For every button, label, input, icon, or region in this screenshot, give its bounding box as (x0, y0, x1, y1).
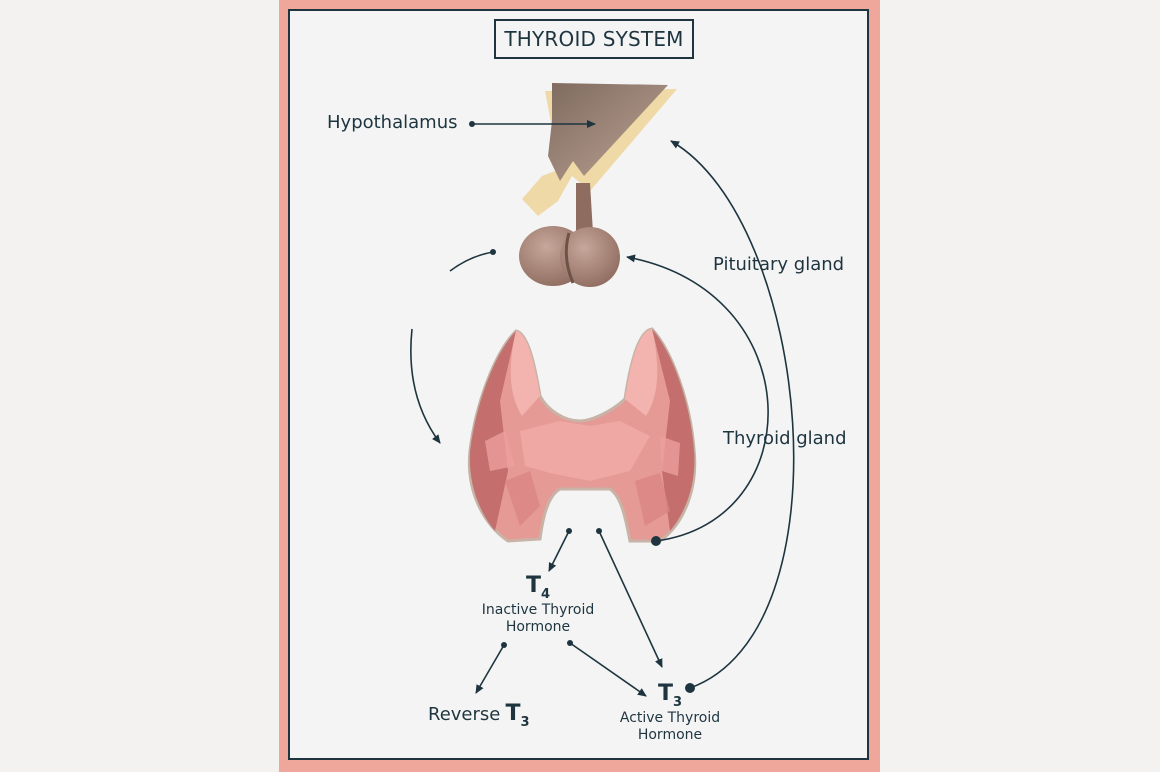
arrow-thyroid-to-t4 (548, 528, 572, 572)
reverse-t3-subscript: 3 (520, 715, 530, 730)
thyroid-illustration (467, 327, 697, 543)
diagram-panel: THYROID SYSTEM (288, 9, 869, 760)
t4-desc-line2: Hormone (505, 619, 571, 635)
thyroid-gland-label: Thyroid gland (723, 428, 847, 449)
reverse-prefix: Reverse (428, 704, 501, 725)
arrow-thyroid-to-t3 (596, 528, 663, 668)
diagram-canvas (410, 83, 795, 697)
t4-symbol: T4 (478, 573, 598, 602)
reverse-t3-symbol: T3 (505, 701, 529, 730)
arrow-t3-feedback-to-hypothalamus (670, 140, 795, 693)
reverse-t3-label: Reverse T3 (428, 701, 530, 730)
t3-letter: T (657, 681, 673, 706)
t3-subscript: 3 (672, 695, 683, 710)
hypothalamus-label: Hypothalamus (327, 112, 458, 133)
t4-description: Inactive Thyroid Hormone (478, 602, 598, 636)
t3-description: Active Thyroid Hormone (610, 710, 730, 744)
t3-desc-line1: Active Thyroid (619, 710, 721, 726)
poster-frame: THYROID SYSTEM (279, 0, 880, 772)
pituitary-illustration (519, 226, 620, 287)
t3-symbol: T3 (610, 681, 730, 710)
arrow-t4-to-reverse-t3 (475, 642, 507, 694)
t4-letter: T (525, 573, 541, 598)
hypothalamus-pointer (469, 120, 596, 128)
t3-desc-line2: Hormone (637, 727, 703, 743)
t4-desc-line1: Inactive Thyroid (481, 602, 595, 618)
hypothalamus-illustration (522, 83, 677, 241)
reverse-t3-letter: T (505, 701, 521, 726)
t3-block: T3 Active Thyroid Hormone (610, 681, 730, 744)
pituitary-gland-label: Pituitary gland (713, 254, 845, 275)
page-title: THYROID SYSTEM (494, 19, 694, 59)
arrow-thyroid-feedback-to-pituitary (626, 254, 769, 546)
arrow-hypothalamus-to-pituitary (410, 249, 496, 444)
arrow-t4-to-t3 (567, 640, 647, 697)
t4-subscript: 4 (540, 587, 551, 602)
t4-block: T4 Inactive Thyroid Hormone (478, 573, 598, 636)
